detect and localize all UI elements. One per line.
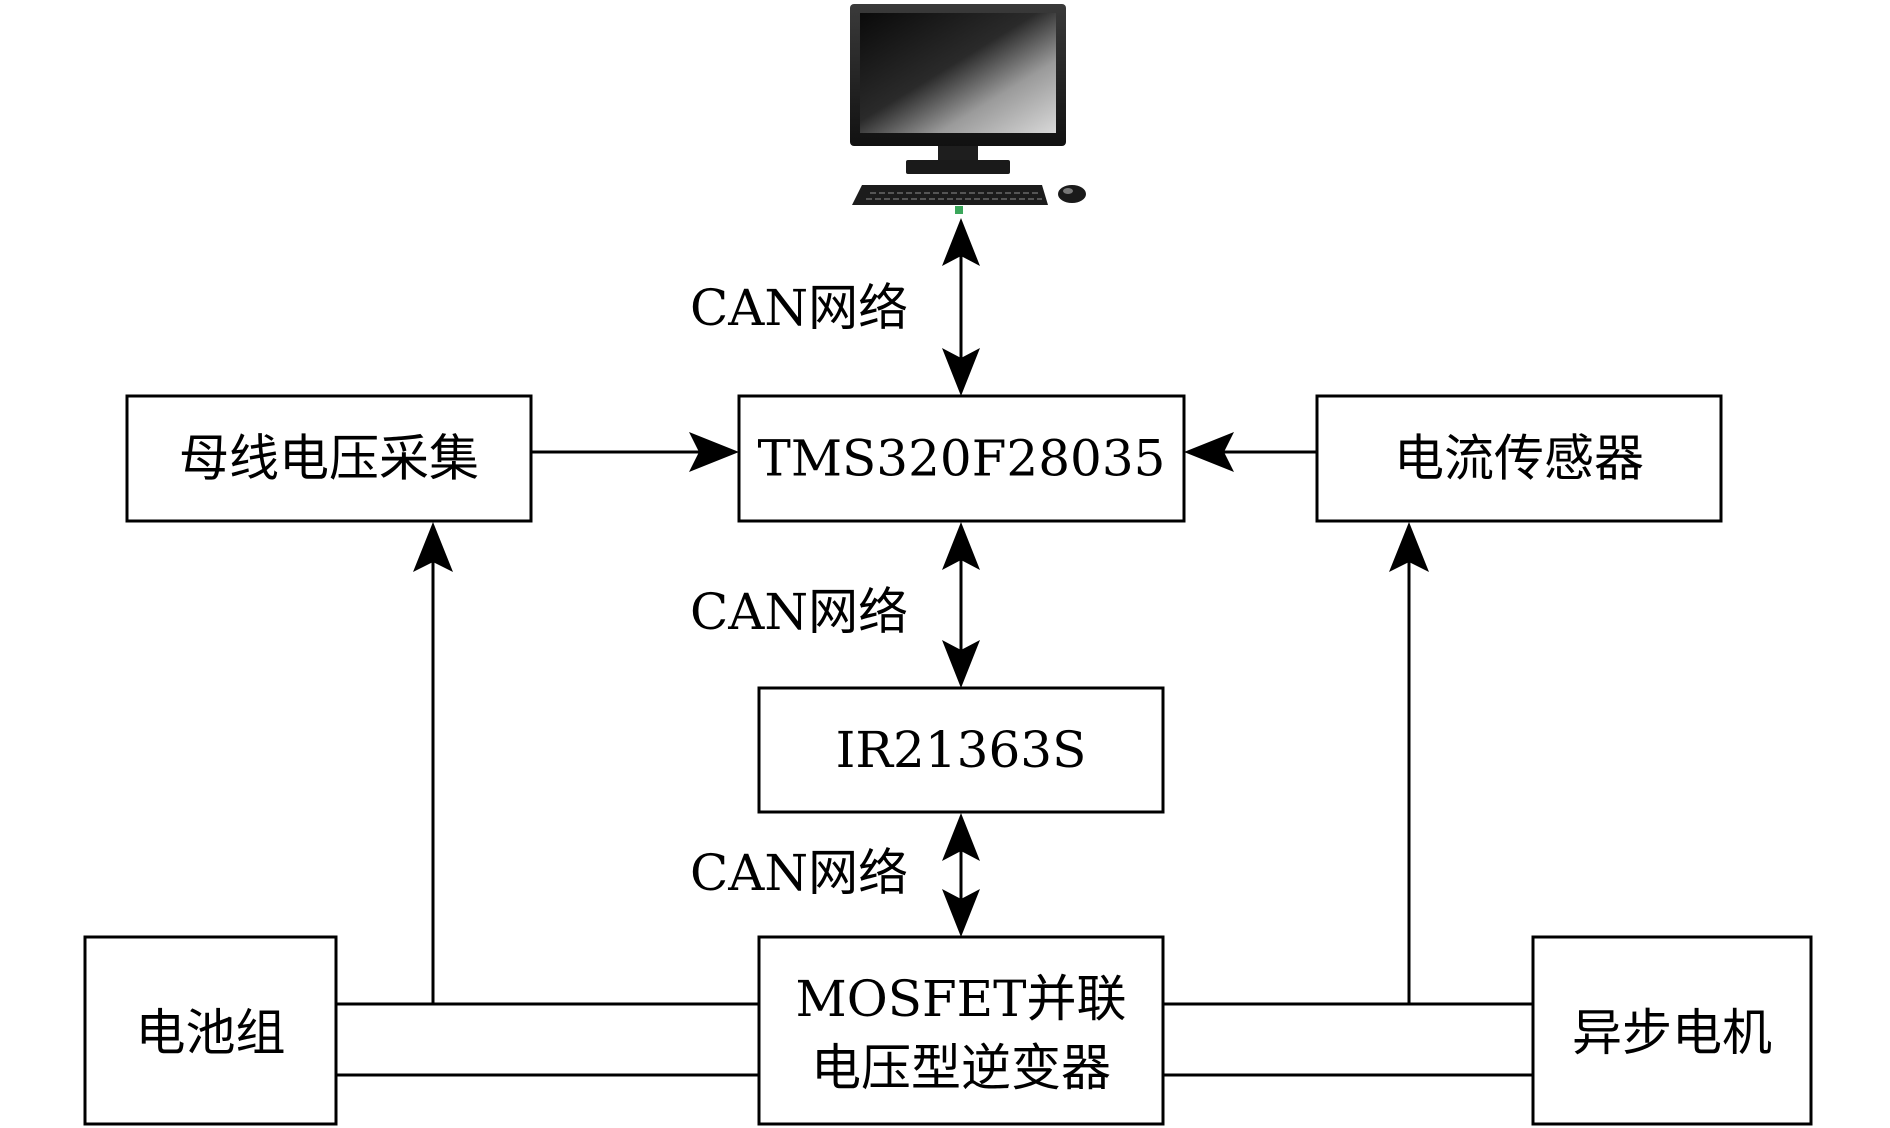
arrow-bus-voltage-to-dsp [531,432,739,472]
node-driver: IR21363S [757,686,1165,814]
dsp-box [737,394,1186,523]
arrowhead-up [942,218,980,266]
link-driver-inverter: CAN网络 [690,813,980,937]
node-current-sensor: 电流传感器 [1315,394,1723,523]
link-dsp-driver-label: CAN网络 [690,583,908,641]
node-bus-voltage: 母线电压采集 [125,394,533,523]
bus-voltage-label: 母线电压采集 [179,430,479,488]
inverter-label-line1: MOSFET并联 [796,970,1127,1028]
driver-label: IR21363S [836,721,1087,779]
current-sensor-label: 电流传感器 [1394,430,1644,488]
inverter-label-line2: 电压型逆变器 [811,1039,1111,1097]
keyboard [852,185,1048,205]
mouse [1058,185,1086,203]
node-battery: 电池组 [83,935,338,1126]
link-driver-inverter-label: CAN网络 [690,844,908,902]
arrowhead-up [942,522,980,570]
arrowhead-up [1389,522,1429,572]
arrow-bus-tap-to-bus-voltage [413,522,453,1004]
arrowhead-up [942,813,980,861]
arrowhead-down [942,640,980,688]
node-inverter: MOSFET并联 电压型逆变器 [757,935,1165,1126]
monitor-neck [938,146,978,162]
current-sensor-box [1315,394,1723,523]
dsp-label: TMS320F28035 [758,430,1166,488]
battery-label: 电池组 [136,1004,286,1062]
arrowhead-right [689,432,739,472]
arrowhead-left [1184,432,1234,472]
motor-box [1531,935,1813,1126]
connector [955,206,963,214]
node-dsp: TMS320F28035 [737,394,1186,523]
arrowhead-down [942,889,980,937]
arrow-motor-tap-to-current-sensor [1389,522,1429,1004]
motor-label: 异步电机 [1572,1004,1772,1062]
link-pc-dsp-label: CAN网络 [690,279,908,337]
monitor-base [906,160,1010,174]
arrowhead-up [413,522,453,572]
link-dsp-driver: CAN网络 [690,522,980,688]
monitor-screen [860,13,1056,133]
arrowhead-down [942,348,980,396]
battery-box [83,935,338,1126]
arrow-current-sensor-to-dsp [1184,432,1317,472]
bus-voltage-box [125,394,533,523]
computer-icon [850,4,1086,214]
node-motor: 异步电机 [1531,935,1813,1126]
link-pc-dsp: CAN网络 [690,218,980,396]
power-bus [336,1002,1533,1077]
mouse-highlight [1063,188,1073,194]
